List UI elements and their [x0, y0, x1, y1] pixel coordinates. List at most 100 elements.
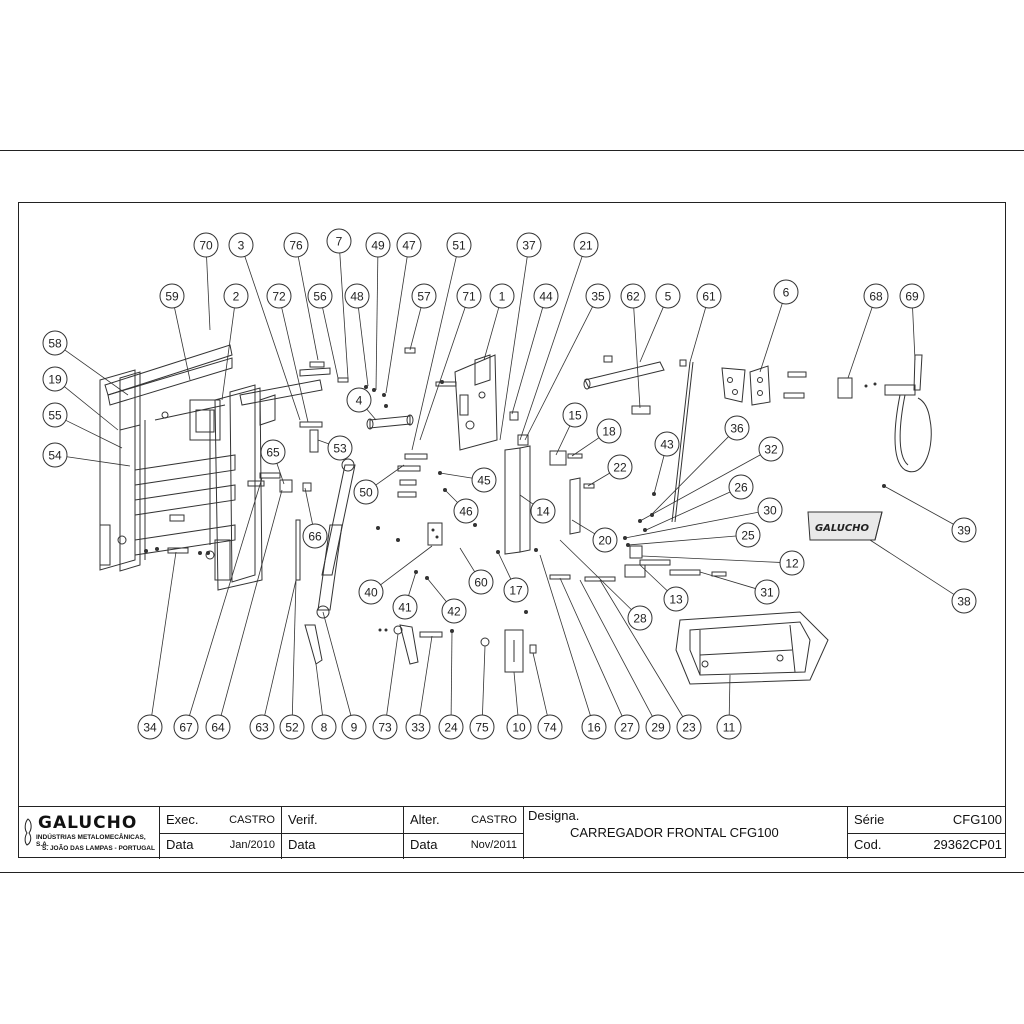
leader-line [385, 256, 408, 394]
designation-label: Designa. [528, 808, 580, 823]
svg-text:24: 24 [444, 721, 458, 735]
leader-line [408, 571, 417, 596]
leader-line [459, 547, 476, 573]
svg-text:14: 14 [536, 505, 550, 519]
part-balloon-12: 12 [779, 550, 805, 576]
svg-text:25: 25 [741, 529, 755, 543]
part-balloon-63: 63 [249, 714, 275, 740]
logo-name: GALUCHO [38, 813, 138, 833]
leader-line [189, 477, 263, 716]
leader-line [511, 307, 544, 415]
part-balloon-65: 65 [260, 439, 286, 465]
designation-value: CARREGADOR FRONTAL CFG100 [570, 825, 779, 840]
leader-line [587, 472, 610, 487]
leader-line [639, 564, 668, 592]
leader-line [66, 456, 131, 467]
leader-line [426, 577, 447, 602]
leader-line [375, 256, 379, 391]
part-balloon-22: 22 [607, 454, 633, 480]
part-balloon-40: 40 [358, 579, 384, 605]
part-balloon-18: 18 [596, 418, 622, 444]
part-balloon-64: 64 [205, 714, 231, 740]
svg-text:47: 47 [402, 239, 416, 253]
logo-cell: GALUCHO INDÚSTRIAS METALOMECÂNICAS, S.A.… [18, 807, 160, 859]
part-balloon-29: 29 [645, 714, 671, 740]
svg-text:8: 8 [321, 721, 328, 735]
data-label-1: Data [166, 837, 194, 852]
part-balloon-13: 13 [663, 586, 689, 612]
designation-cell: Designa. CARREGADOR FRONTAL CFG100 [524, 807, 848, 859]
emblem-plate: GALUCHO [807, 511, 883, 541]
leader-line [380, 545, 433, 586]
svg-text:21: 21 [579, 239, 593, 253]
leader-line [419, 635, 433, 716]
leader-line [315, 663, 323, 716]
data-label-3: Data [410, 837, 438, 852]
svg-text:74: 74 [543, 721, 557, 735]
part-balloon-15: 15 [562, 402, 588, 428]
svg-text:58: 58 [48, 337, 62, 351]
leader-line [221, 307, 235, 401]
svg-text:55: 55 [48, 409, 62, 423]
svg-text:64: 64 [211, 721, 225, 735]
leader-line [869, 539, 955, 595]
svg-text:69: 69 [905, 290, 919, 304]
data-label-2: Data [288, 837, 316, 852]
leader-line [847, 307, 873, 379]
inner-frame [18, 202, 1006, 858]
leader-line [375, 464, 405, 486]
svg-text:54: 54 [48, 449, 62, 463]
leader-line [571, 437, 600, 457]
leader-line [281, 307, 309, 423]
leader-line [641, 555, 781, 563]
part-balloon-67: 67 [173, 714, 199, 740]
leader-line [276, 463, 285, 485]
leader-line [358, 307, 369, 387]
joystick-control [837, 354, 932, 488]
leader-line [244, 256, 301, 421]
svg-text:26: 26 [734, 481, 748, 495]
svg-text:75: 75 [475, 721, 489, 735]
part-balloon-35: 35 [585, 283, 611, 309]
part-balloon-17: 17 [503, 577, 529, 603]
svg-text:15: 15 [568, 409, 582, 423]
leader-line [728, 674, 731, 716]
leader-line [599, 579, 684, 717]
svg-text:51: 51 [452, 239, 466, 253]
part-balloon-34: 34 [137, 714, 163, 740]
part-balloon-16: 16 [581, 714, 607, 740]
leader-line [206, 256, 211, 331]
part-balloon-24: 24 [438, 714, 464, 740]
part-balloon-27: 27 [614, 714, 640, 740]
leader-line [689, 307, 707, 363]
svg-text:67: 67 [179, 721, 193, 735]
logo-location-line: S. JOÃO DAS LAMPAS - PORTUGAL [42, 845, 155, 852]
leader-line [559, 577, 623, 717]
part-balloon-39: 39 [951, 517, 977, 543]
part-balloon-55: 55 [42, 402, 68, 428]
part-balloon-54: 54 [42, 442, 68, 468]
verif-cell: Verif. Data [282, 807, 404, 859]
part-balloon-10: 10 [506, 714, 532, 740]
svg-text:17: 17 [509, 584, 523, 598]
svg-text:18: 18 [602, 425, 616, 439]
alter-date: Nov/2011 [470, 839, 517, 851]
leader-line [322, 611, 352, 716]
svg-text:65: 65 [266, 446, 280, 460]
svg-text:62: 62 [626, 290, 640, 304]
svg-text:9: 9 [351, 721, 358, 735]
leader-line [627, 535, 737, 546]
leader-line [64, 349, 129, 396]
leader-line [639, 306, 664, 363]
main-frame-assembly [99, 344, 323, 591]
part-balloon-30: 30 [757, 497, 783, 523]
leader-line [497, 551, 512, 580]
part-balloon-4: 4 [346, 387, 372, 413]
part-balloon-72: 72 [266, 283, 292, 309]
serie-code-cell: Série CFG100 Cod. 29362CP01 [848, 807, 1006, 859]
part-balloon-28: 28 [627, 605, 653, 631]
leader-line [633, 307, 641, 409]
leader-line [624, 511, 759, 539]
